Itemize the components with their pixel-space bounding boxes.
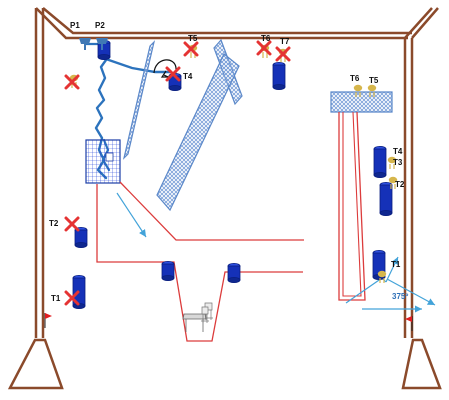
frame-right-post (403, 38, 414, 338)
cross-icon (64, 216, 80, 232)
frame-left-base (7, 338, 64, 390)
frame-top-beam (35, 7, 412, 40)
furniture-group (182, 302, 213, 332)
route-path (96, 184, 303, 342)
barrel-icon (74, 227, 88, 248)
direction-arrows (116, 192, 436, 313)
right-route (338, 111, 366, 301)
right-route-inner (342, 111, 362, 297)
route-path-upper (119, 181, 304, 241)
label-t5-right: T5 (369, 76, 379, 85)
barrel-icon (161, 261, 175, 281)
label-t4-right: T4 (393, 147, 403, 156)
stand-p2 (96, 38, 108, 50)
cross-marks (64, 40, 291, 306)
label-t6-right: T6 (350, 74, 360, 83)
target-icon (388, 176, 398, 189)
flags (44, 313, 413, 331)
target-icon (353, 84, 363, 97)
cross-icon (275, 46, 291, 62)
wall-1 (122, 40, 156, 160)
target-icon (367, 84, 377, 97)
label-t5-top: T5 (188, 34, 198, 43)
wall-4 (330, 91, 393, 113)
cross-icon (256, 40, 272, 56)
frame-top-right-beam (404, 7, 439, 39)
arrow-right-up (385, 256, 399, 283)
barrel-icon (227, 263, 241, 283)
cross-icon (165, 66, 181, 82)
frame-right-base (401, 338, 442, 390)
cross-icon (64, 290, 80, 306)
label-t1-right: T1 (391, 260, 401, 269)
labels: P1 P2 T5 T4 T6 T7 T6 T5 T4 T3 T2 T2 T1 T… (49, 21, 408, 303)
barrel-icon (373, 146, 387, 178)
frame-left-post (34, 8, 45, 338)
stand-p1 (79, 38, 91, 50)
water-pipe-branch (101, 56, 172, 74)
mesh-walls (85, 38, 393, 212)
label-t2-right: T2 (395, 180, 405, 189)
grid-panel-inner (105, 152, 114, 162)
main-frame (7, 7, 442, 390)
barrel-icon (379, 182, 393, 216)
curved-arrow-head (160, 70, 169, 78)
table-icon (182, 313, 207, 332)
arrow-right-lower (386, 278, 436, 306)
target-icon (377, 270, 387, 283)
cross-icon (183, 41, 199, 57)
label-angle: 375º (392, 292, 408, 301)
label-t2-left: T2 (49, 219, 59, 228)
label-t6-top: T6 (261, 34, 271, 43)
grid-panel (85, 139, 121, 184)
cross-icon (64, 74, 80, 90)
route-lines (96, 111, 366, 342)
barrel-icon (272, 62, 286, 90)
label-t3-right: T3 (393, 158, 403, 167)
target-icon (387, 156, 397, 169)
flag-icon (44, 313, 52, 328)
label-t7-top: T7 (280, 37, 290, 46)
label-p2: P2 (95, 21, 105, 30)
barrels (72, 40, 393, 309)
arrow-left-middle (116, 192, 147, 238)
label-t4-top: T4 (183, 72, 193, 81)
wall-3 (156, 53, 240, 212)
label-t1-left: T1 (51, 294, 61, 303)
flag-icon (405, 316, 413, 331)
label-p1: P1 (70, 21, 80, 30)
chair-icon (201, 306, 209, 323)
stand-icons (79, 38, 108, 50)
